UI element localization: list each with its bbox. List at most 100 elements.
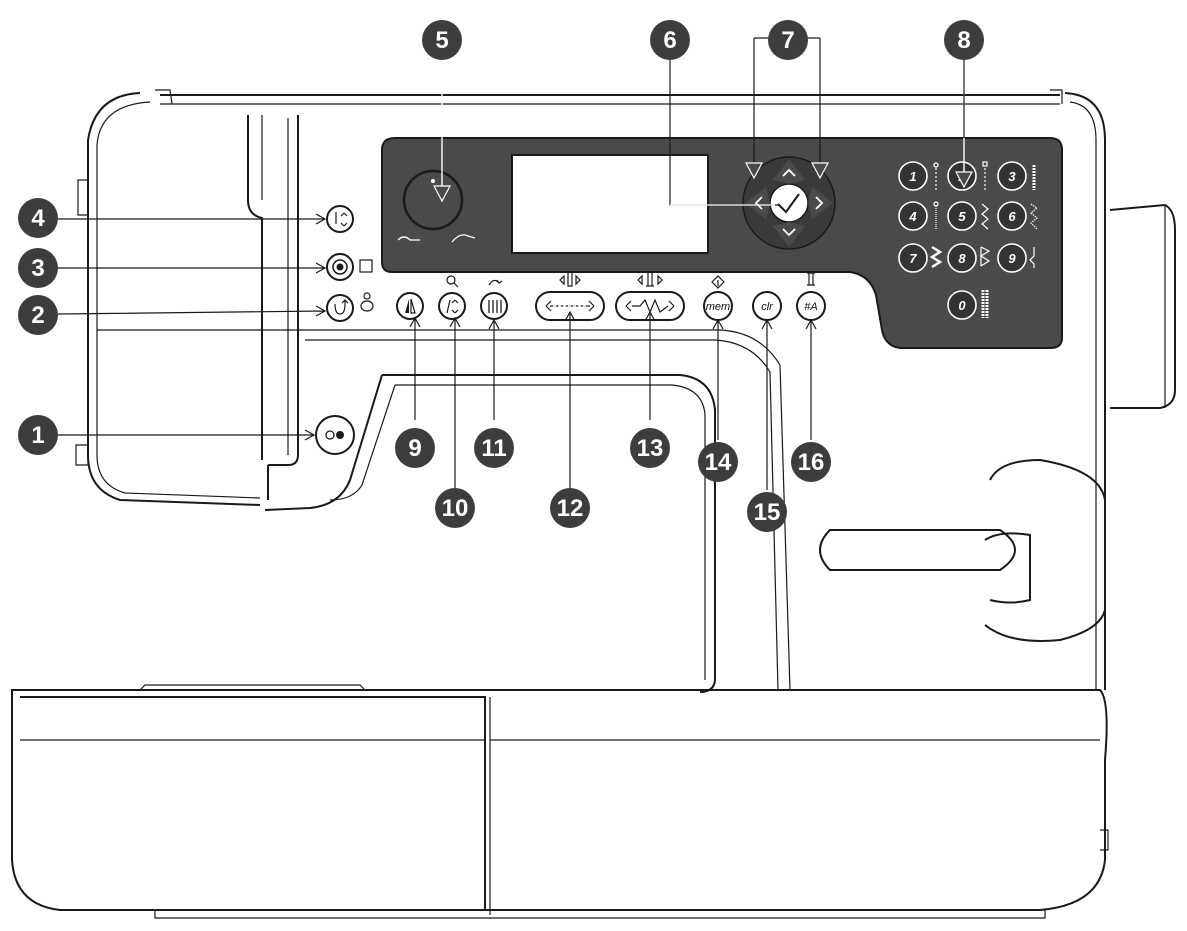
speed-dial-marker-icon <box>431 179 435 183</box>
reverse-arrow-icon <box>334 299 349 315</box>
bobbin-icon <box>807 272 815 286</box>
bear-body-icon <box>360 300 374 312</box>
callout-circle <box>18 295 58 335</box>
leader-8-head <box>955 171 973 189</box>
needle-position-button[interactable] <box>438 292 466 320</box>
callout-circle <box>395 428 435 468</box>
nav-up-button[interactable] <box>773 159 805 184</box>
lock-dot-icon <box>336 263 344 271</box>
nav-right-button[interactable] <box>808 187 833 219</box>
stitch-key-6[interactable]: 6 <box>997 201 1027 231</box>
mirror-button[interactable] <box>396 292 424 320</box>
callout-number: 8 <box>957 27 970 54</box>
callout-circle <box>18 248 58 288</box>
machine-body <box>11 89 1176 919</box>
needle-up-down-button[interactable] <box>326 205 354 233</box>
memory-label: mem <box>706 301 730 313</box>
callout-number: 16 <box>798 449 825 476</box>
rabbit-icon <box>451 234 476 243</box>
callout-16: 16 <box>791 442 831 482</box>
callout-number: 13 <box>637 435 664 462</box>
stitch-key-9[interactable]: 9 <box>997 243 1027 273</box>
callout-11: 11 <box>474 428 514 468</box>
callout-number: 15 <box>754 499 781 526</box>
stitch-key-circle[interactable] <box>997 161 1027 191</box>
callout-circle <box>18 415 58 455</box>
blind-hem-icon <box>1029 247 1035 268</box>
callout-circle <box>698 442 738 482</box>
callout-12: 12 <box>550 488 590 528</box>
leader-16 <box>805 318 817 440</box>
auto-lock-button[interactable] <box>326 253 354 281</box>
callout-number: 1 <box>31 422 44 449</box>
length-needle-icon <box>559 271 581 287</box>
stitch-key-circle[interactable] <box>947 243 977 273</box>
callout-number: 12 <box>557 495 584 522</box>
nav-left-button[interactable] <box>745 187 770 219</box>
reverse-button[interactable] <box>326 294 354 322</box>
buttonhole-icon <box>981 290 989 318</box>
stitch-key-7[interactable]: 7 <box>898 243 928 273</box>
left-controls <box>315 205 374 455</box>
twin-needle-button[interactable] <box>480 292 508 320</box>
callout-circle <box>18 198 58 238</box>
callout-circle <box>550 488 590 528</box>
leader-9 <box>409 316 421 420</box>
checkmark-icon <box>777 193 800 214</box>
stitch-key-5[interactable]: 5 <box>947 201 977 231</box>
snail-icon <box>397 236 420 241</box>
control-panel: 1234567890 <box>381 137 1063 349</box>
callout-6: 6 <box>650 20 690 60</box>
stitch-key-circle[interactable] <box>997 201 1027 231</box>
stitch-key-label: 9 <box>1008 251 1016 266</box>
callout-circle <box>422 20 462 60</box>
stitch-key-0[interactable]: 0 <box>947 290 977 320</box>
callout-circle <box>747 492 787 532</box>
stitch-key-label: 1 <box>909 169 916 184</box>
left-chevron-icon <box>754 196 763 210</box>
callout-number: 4 <box>31 205 45 232</box>
stitch-key-circle[interactable] <box>898 243 928 273</box>
stitch-key-4[interactable]: 4 <box>898 201 928 231</box>
bear-icon <box>363 292 371 300</box>
stitch-key-label: 7 <box>909 251 917 266</box>
zigzag-stitch-icon <box>981 203 989 230</box>
stitch-key-8[interactable]: 8 <box>947 243 977 273</box>
stitch-key-grid: 1234567890 <box>898 161 1027 320</box>
stitch-key-circle[interactable] <box>997 243 1027 273</box>
lock-ring-icon <box>332 259 348 275</box>
leader-7-head-left <box>745 162 763 180</box>
leader-2 <box>57 305 327 317</box>
leader-10 <box>449 316 461 490</box>
function-buttons: mem clr #A <box>396 271 826 321</box>
callout-circle <box>944 20 984 60</box>
stitch-key-circle[interactable] <box>947 201 977 231</box>
callout-number: 5 <box>435 27 448 54</box>
stitch-key-circle[interactable] <box>947 290 977 320</box>
stitch-pattern-glyphs <box>929 161 1039 318</box>
lcd-display <box>511 154 709 254</box>
leader-11 <box>488 318 500 420</box>
mirror-right-icon <box>410 298 416 314</box>
callout-number: 7 <box>781 27 794 54</box>
leader-1 <box>58 429 316 441</box>
ok-button[interactable] <box>769 183 809 223</box>
stitch-key-3[interactable]: 3 <box>997 161 1027 191</box>
callout-circle <box>791 442 831 482</box>
callout-4: 4 <box>18 198 58 238</box>
start-stop-button[interactable] <box>315 415 355 455</box>
stitch-key-circle[interactable] <box>898 201 928 231</box>
stitch-key-1[interactable]: 1 <box>898 161 928 191</box>
callout-circle <box>474 428 514 468</box>
callout-3: 3 <box>18 248 58 288</box>
twin-needle-icon <box>488 300 502 313</box>
mirror-left-icon <box>405 299 409 313</box>
callout-14: 14 <box>698 442 738 482</box>
stitch-key-label: 8 <box>958 251 966 266</box>
stitch-key-circle[interactable] <box>898 161 928 191</box>
rotate-icon <box>488 279 503 286</box>
leader-7-bracket <box>753 37 821 170</box>
callout-9: 9 <box>395 428 435 468</box>
callout-number: 6 <box>663 27 676 54</box>
